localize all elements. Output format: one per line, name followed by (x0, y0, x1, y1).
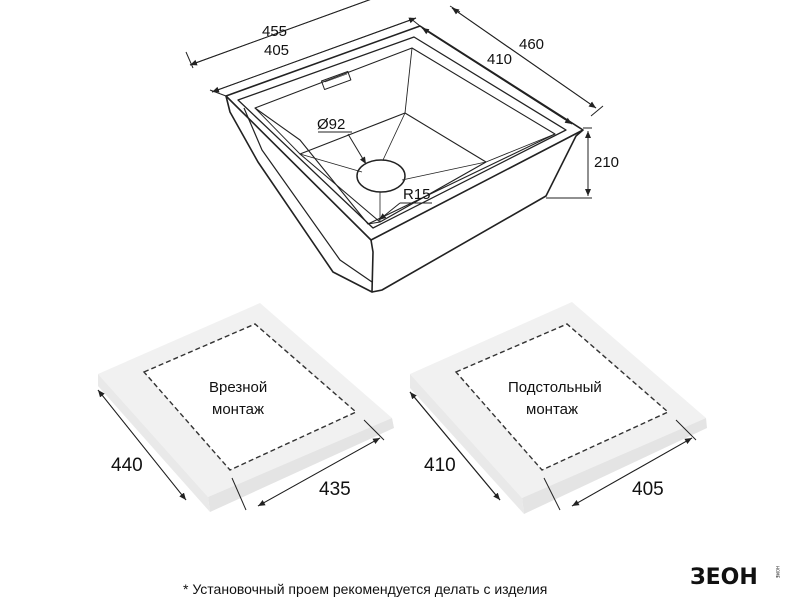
logo-text: ЗЕОН (690, 565, 758, 590)
cutout-2-label-line2: монтаж (526, 401, 578, 418)
cutout-1 (97, 303, 394, 512)
brand-plate (320, 70, 352, 90)
cutout-1-opening (142, 323, 358, 471)
cutout-1-label-line1: Врезной (209, 379, 267, 396)
cutout-1-board-side (208, 418, 394, 512)
cutout-1-label-line2: монтаж (212, 401, 264, 418)
dim-outer-depth: 460 (519, 36, 544, 53)
logo-small: HOME (775, 566, 780, 579)
cutout-1-dim-left: 440 (111, 455, 143, 476)
sink-bowl-inner (254, 47, 556, 225)
cutout-2-board-side (522, 418, 707, 514)
sink-rim-inner (237, 36, 567, 229)
cutout-2-dim-bottom: 405 (632, 479, 664, 500)
cutout-2-label-line1: Подстольный (508, 379, 602, 396)
sink-body-front (243, 107, 373, 283)
dim-drain-diameter: Ø92 (317, 116, 345, 133)
drain-hole (356, 159, 406, 193)
cutout-2-opening (454, 323, 670, 471)
sink-body-right (371, 129, 584, 293)
sink-drawing (225, 25, 584, 293)
dim-inner-depth: 410 (487, 51, 512, 68)
dim-corner-radius: R15 (403, 186, 431, 203)
zeon-logo: ЗЕОН HOME (690, 565, 780, 590)
cutout-1-dim-bottom: 435 (319, 479, 351, 500)
cutout-2-dim-left: 410 (424, 455, 456, 476)
sink-body-left (225, 95, 374, 293)
dim-outer-width: 455 (262, 23, 287, 40)
dim-height: 210 (594, 154, 619, 171)
footnote: * Установочный проем рекомендуется делат… (183, 581, 547, 597)
sink-dimensions (185, 0, 604, 221)
cutout-2 (409, 302, 707, 514)
dim-inner-width: 405 (264, 42, 289, 59)
